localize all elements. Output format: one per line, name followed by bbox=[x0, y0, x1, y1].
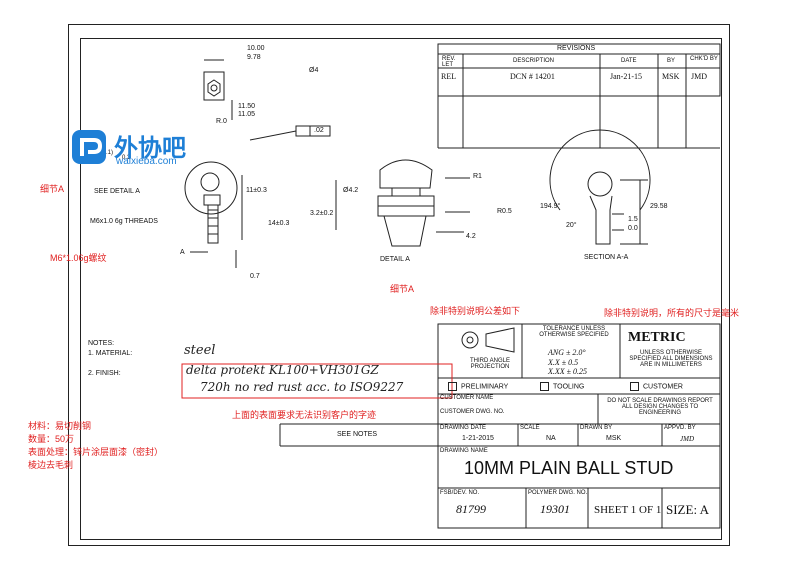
section-aa-label: SECTION A-A bbox=[584, 254, 629, 261]
drawing-date: 1-21-2015 bbox=[462, 435, 494, 442]
drawn-label: DRAWN BY bbox=[580, 425, 613, 431]
material-handwriting: steel bbox=[184, 343, 216, 358]
finish-label: 2. FINISH: bbox=[88, 370, 121, 377]
finish-handwriting-2: 720h no red rust acc. to ISO9227 bbox=[200, 380, 404, 394]
dim-14: 14±0.3 bbox=[268, 220, 290, 227]
sheet-label: SHEET 1 OF 1 bbox=[594, 504, 662, 516]
drawing-outer-frame bbox=[68, 24, 730, 546]
drawing-name-label: DRAWING NAME bbox=[440, 448, 488, 454]
annotation-finish: 表面处理：锌片涂层面漆（密封） bbox=[28, 447, 164, 457]
appvd-label: APPVD. BY bbox=[664, 425, 696, 431]
logo-brand: 外协吧 bbox=[114, 135, 186, 162]
drawing-inner-frame bbox=[80, 38, 722, 540]
chkd-value: JMD bbox=[691, 72, 708, 81]
metric-label: METRIC bbox=[628, 330, 686, 345]
logo-url: waixieba.com bbox=[116, 156, 177, 167]
dim-dia42: Ø4.2 bbox=[343, 187, 359, 194]
polymer-value: 19301 bbox=[540, 502, 570, 516]
dim-32: 3.2±0.2 bbox=[310, 210, 334, 217]
annotation-units: 除非特别说明，所有的尺寸是毫米 bbox=[604, 308, 740, 318]
annotation-surface: 上面的表面要求无法识别客户的字迹 bbox=[232, 410, 377, 420]
threads-label: M6x1.0 6g THREADS bbox=[90, 218, 158, 225]
dim-10: 10.00 bbox=[247, 45, 265, 52]
dim-11: 11±0.3 bbox=[246, 187, 267, 194]
preliminary-label: PRELIMINARY bbox=[461, 383, 509, 391]
section-marker-a: A bbox=[180, 249, 185, 256]
dim-978: 9.78 bbox=[247, 54, 261, 61]
customer-checkbox bbox=[630, 382, 639, 391]
dim-00: 0.0 bbox=[628, 225, 638, 232]
customer-dwg-label: CUSTOMER DWG. NO. bbox=[440, 409, 505, 415]
by-col-header: BY bbox=[667, 58, 676, 64]
rev-value: REL bbox=[441, 72, 457, 81]
size-label: SIZE: A bbox=[666, 502, 709, 517]
watermark-logo: 外协吧 waixieba.com bbox=[70, 128, 210, 170]
see-detail-label: SEE DETAIL A bbox=[94, 188, 140, 195]
annotation-detail-a-mid: 细节A bbox=[390, 284, 415, 294]
fsb-value: 81799 bbox=[456, 502, 486, 516]
appvd-value: JMD bbox=[680, 435, 694, 443]
dim-42: 4.2 bbox=[466, 233, 476, 240]
scale-label: SCALE bbox=[520, 425, 540, 431]
customer-name-label: CUSTOMER NAME bbox=[440, 395, 494, 401]
dim-r05: R0.5 bbox=[497, 208, 512, 215]
material-label: 1. MATERIAL: bbox=[88, 350, 133, 357]
dim-2958: 29.58 bbox=[650, 203, 668, 210]
tol-x2: X.XX ± 0.25 bbox=[548, 367, 588, 376]
finish-handwriting-1: delta protekt KL100+VH301GZ bbox=[186, 363, 379, 377]
dim-15: 1.5 bbox=[628, 216, 638, 223]
dim-03: 0.3 bbox=[122, 155, 131, 161]
tooling-label: TOOLING bbox=[553, 383, 585, 391]
rev-col-header: REV. LET bbox=[442, 56, 456, 68]
annotation-edge: 棱边去毛刺 bbox=[28, 460, 74, 470]
annotation-qty: 数量：50万 bbox=[28, 434, 75, 444]
by-value: MSK bbox=[662, 72, 680, 81]
annotation-tolerance: 除非特别说明公差如下 bbox=[430, 306, 521, 316]
chkd-col-header: CHK'D BY bbox=[690, 56, 718, 62]
detail-a-label: DETAIL A bbox=[380, 256, 410, 263]
scale-value: NA bbox=[546, 435, 556, 442]
dim-r: R.0 bbox=[216, 118, 227, 125]
customer-option: CUSTOMER bbox=[630, 382, 683, 391]
logo-icon bbox=[72, 130, 106, 164]
annotation-material: 材料：易切削钢 bbox=[28, 421, 92, 431]
polymer-label: POLYMER DWG. NO. bbox=[528, 490, 588, 496]
tol-x1: X.X ± 0.5 bbox=[548, 358, 579, 367]
dim-angle-20: 20° bbox=[566, 222, 577, 229]
preliminary-option: PRELIMINARY bbox=[448, 382, 508, 391]
dim-07: 0.7 bbox=[250, 273, 260, 280]
annotation-thread: M6*1.06g螺纹 bbox=[50, 253, 107, 263]
drawing-name: 10MM PLAIN BALL STUD bbox=[464, 458, 674, 478]
date-col-header: DATE bbox=[621, 58, 637, 64]
dim-angle-1949: 194.9° bbox=[540, 203, 561, 210]
tooling-option: TOOLING bbox=[540, 382, 584, 391]
notes-label: NOTES: bbox=[88, 340, 115, 347]
dim-dia4: Ø4 bbox=[309, 67, 319, 74]
metric-sub: UNLESS OTHERWISE SPECIFIED ALL DIMENSION… bbox=[629, 350, 713, 368]
do-not-scale: DO NOT SCALE DRAWINGS REPORT ALL DESIGN … bbox=[607, 398, 713, 416]
drawn-value: MSK bbox=[606, 435, 622, 442]
date-value: Jan-21-15 bbox=[610, 72, 642, 81]
customer-label: CUSTOMER bbox=[643, 383, 683, 391]
desc-col-header: DESCRIPTION bbox=[513, 58, 555, 64]
third-angle-label: THIRD ANGLE PROJECTION bbox=[469, 358, 510, 370]
fsb-label: FSB/DEV. NO. bbox=[440, 490, 480, 496]
drawing-date-label: DRAWING DATE bbox=[440, 425, 486, 431]
tolerance-label: TOLERANCE UNLESS OTHERWISE SPECIFIED bbox=[539, 326, 609, 338]
dim-flatness: .02 bbox=[314, 127, 324, 134]
see-notes-label: SEE NOTES bbox=[337, 431, 378, 438]
desc-value: DCN # 14201 bbox=[510, 72, 555, 81]
revisions-header: REVISIONS bbox=[557, 45, 596, 52]
annotation-detail-a: 细节A bbox=[40, 184, 65, 194]
preliminary-checkbox bbox=[448, 382, 457, 391]
dim-1105: 11.05 bbox=[238, 111, 255, 118]
tooling-checkbox bbox=[540, 382, 549, 391]
dim-1150: 11.50 bbox=[238, 103, 255, 110]
dim-r1: R1 bbox=[473, 173, 482, 180]
tol-ang: ANG ± 2.0° bbox=[548, 348, 586, 357]
